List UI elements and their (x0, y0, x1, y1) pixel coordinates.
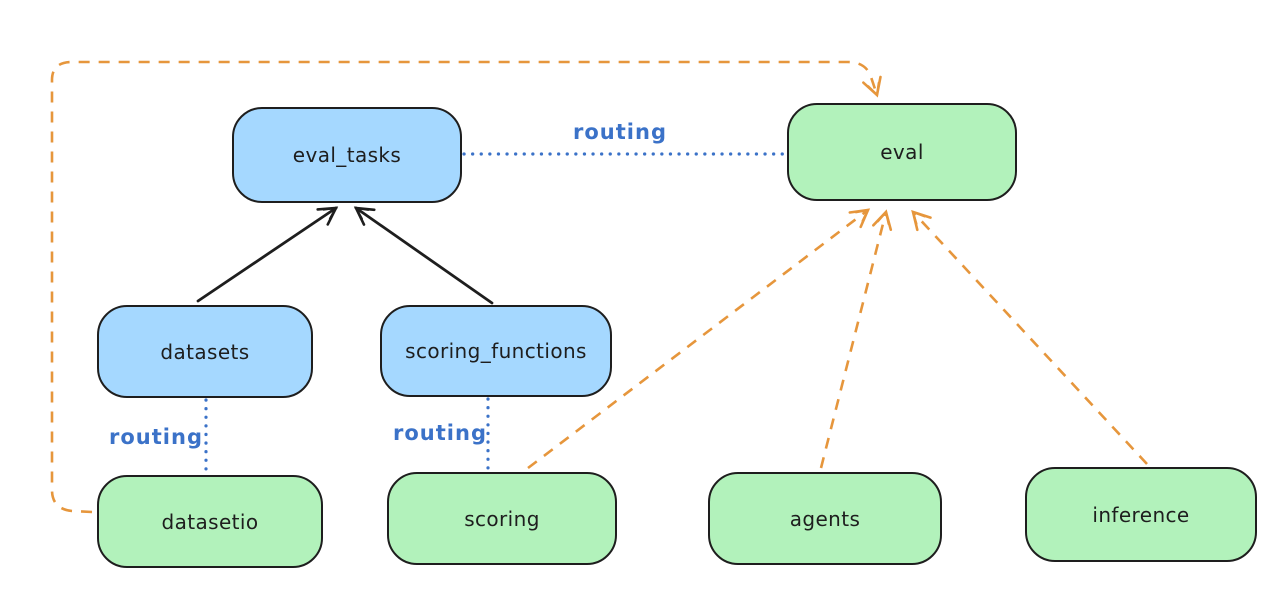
node-scoring-functions: scoring_functions (380, 305, 612, 397)
edge-label-routing-left: routing (109, 425, 203, 449)
node-eval: eval (787, 103, 1017, 201)
node-label: eval (880, 140, 924, 164)
edge-label-routing-middle: routing (393, 421, 487, 445)
edge-datasets-to-eval-tasks (196, 206, 339, 303)
node-eval-tasks: eval_tasks (232, 107, 462, 203)
edge-inference-to-eval (911, 210, 1148, 465)
node-scoring: scoring (387, 472, 617, 565)
node-label: inference (1092, 502, 1190, 527)
node-agents: agents (708, 472, 942, 565)
edge-datasetio-to-eval (50, 60, 882, 514)
edge-label-routing-top: routing (573, 120, 667, 144)
edge-scoring-functions-to-eval-tasks (353, 206, 494, 305)
node-datasetio: datasetio (97, 475, 323, 568)
node-label: eval_tasks (292, 143, 402, 167)
node-label: agents (789, 506, 861, 531)
node-label: datasetio (161, 509, 259, 534)
edge-agents-to-eval (819, 209, 893, 469)
node-inference: inference (1025, 467, 1257, 562)
node-label: datasets (160, 339, 250, 364)
node-datasets: datasets (97, 305, 313, 398)
node-label: scoring_functions (405, 339, 587, 363)
node-label: scoring (464, 506, 540, 531)
